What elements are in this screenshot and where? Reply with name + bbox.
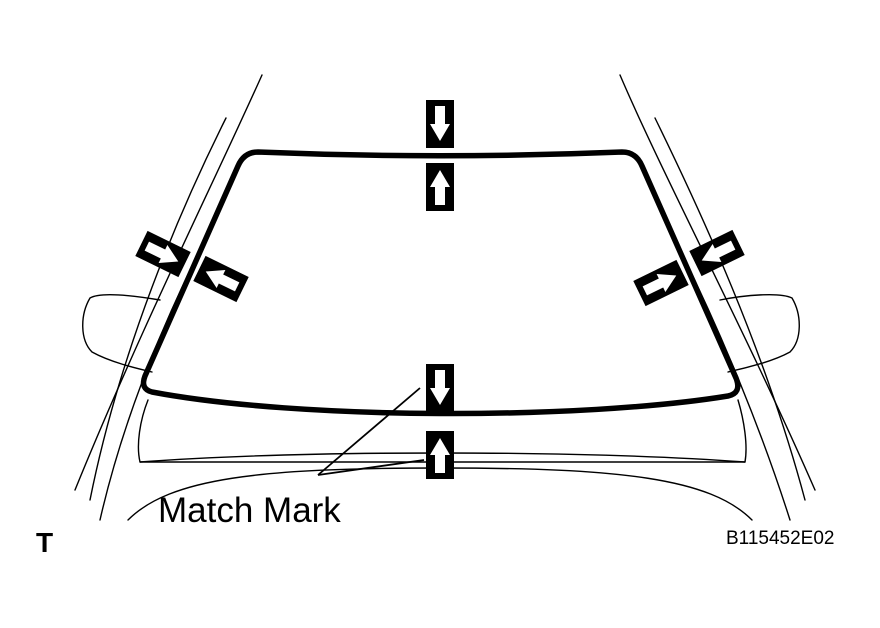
match-mark-label: Match Mark	[158, 491, 341, 530]
arrow-icon	[135, 230, 191, 278]
arrow-icon	[426, 431, 454, 479]
callout-leader-lines	[317, 387, 425, 476]
arrow-icon	[426, 100, 454, 148]
arrow-icon	[689, 229, 745, 277]
arrow-icon	[193, 255, 249, 303]
windshield-glass-outline	[140, 149, 741, 417]
view-letter: T	[36, 527, 53, 558]
left-side-mirror	[82, 294, 161, 373]
left-pillar-middle-line	[89, 117, 227, 501]
arrow-icon	[426, 163, 454, 211]
figure-code: B115452E02	[726, 528, 834, 549]
right-pillar-middle-line	[654, 117, 806, 501]
arrow-icon	[426, 364, 454, 412]
right-side-mirror	[719, 294, 800, 373]
arrow-icon	[633, 259, 689, 307]
